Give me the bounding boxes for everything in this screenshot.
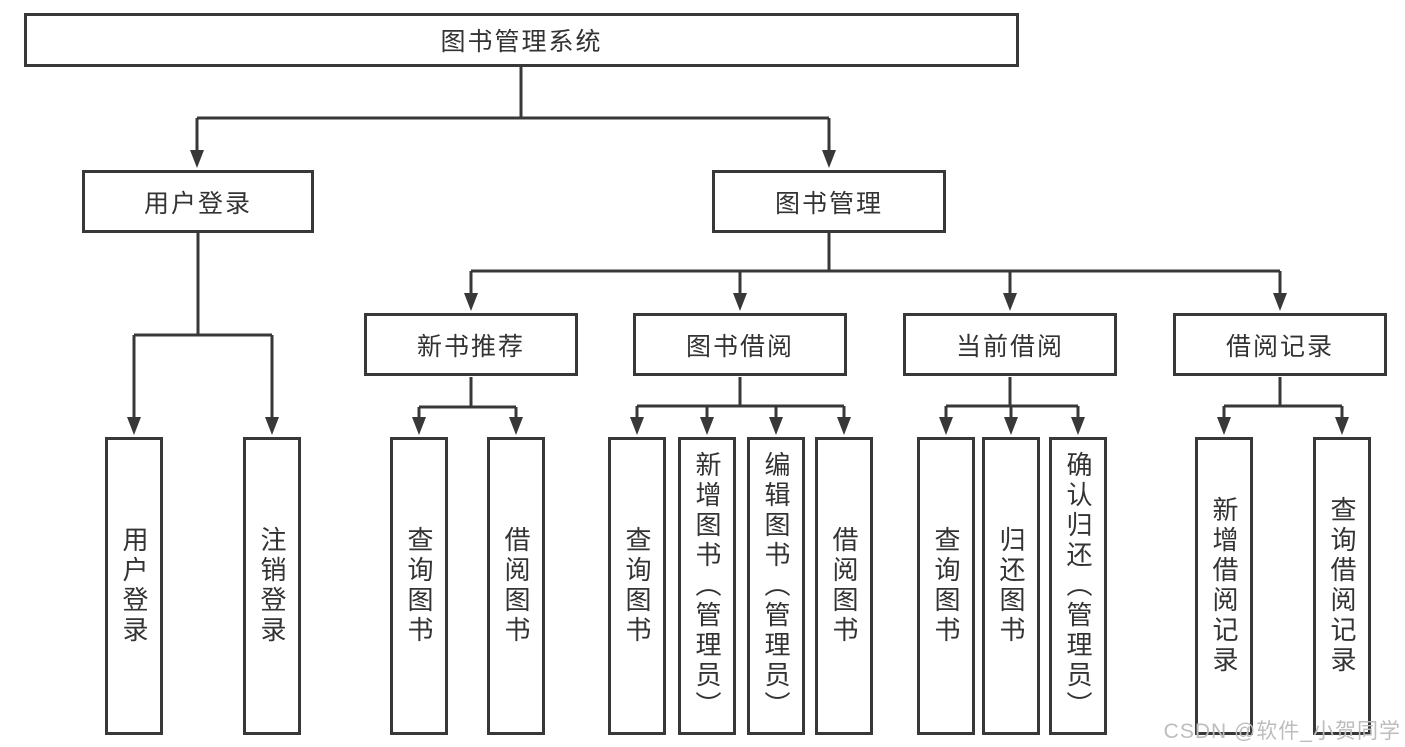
branch-node-label: 图书借阅 [685,332,794,361]
leaf-node-label: 借阅图书 [501,526,531,646]
leaf-node-label: 查询图书 [622,526,652,646]
leaf-node-query-borrow-record: 查询借阅记录 [1313,437,1371,735]
leaf-node-logout: 注销登录 [243,437,301,735]
leaf-node-label: 归还图书 [996,526,1026,646]
branch-node-label: 借阅记录 [1225,332,1334,361]
leaf-node-label: 编辑图书（管理员） [761,451,791,721]
leaf-node-label: 新增借阅记录 [1209,496,1239,676]
csdn-watermark: CSDN @软件_小贺同学 [1163,720,1401,743]
leaf-node-return-book: 归还图书 [982,437,1040,735]
branch-node-book-borrow: 图书借阅 [633,313,847,376]
leaf-node-label: 查询图书 [404,526,434,646]
leaf-node-query-books-borrow: 查询图书 [608,437,666,735]
branch-node-label: 新书推荐 [416,332,525,361]
leaf-node-borrow-books: 借阅图书 [815,437,873,735]
leaf-node-user-login: 用户登录 [105,437,163,735]
branch-node-borrow-records: 借阅记录 [1173,313,1387,376]
branch-node-user-login: 用户登录 [82,170,314,233]
leaf-node-label: 查询图书 [931,526,961,646]
leaf-node-add-book-admin: 新增图书（管理员） [678,437,736,735]
branch-node-book-management: 图书管理 [712,170,946,233]
leaf-node-query-books-recommend: 查询图书 [390,437,448,735]
leaf-node-label: 用户登录 [119,526,149,646]
root-node-system: 图书管理系统 [24,13,1019,67]
branch-node-current-borrow: 当前借阅 [903,313,1117,376]
leaf-node-query-books-current: 查询图书 [917,437,975,735]
branch-node-label: 用户登录 [143,189,252,218]
leaf-node-borrow-books-recommend: 借阅图书 [487,437,545,735]
leaf-node-add-borrow-record: 新增借阅记录 [1195,437,1253,735]
leaf-node-label: 新增图书（管理员） [692,451,722,721]
leaf-node-label: 注销登录 [257,526,287,646]
root-node-label: 图书管理系统 [440,28,603,56]
leaf-node-edit-book-admin: 编辑图书（管理员） [747,437,805,735]
branch-node-new-book-recommend: 新书推荐 [364,313,578,376]
leaf-node-label: 借阅图书 [829,526,859,646]
branch-node-label: 图书管理 [774,189,883,218]
leaf-node-confirm-return-admin: 确认归还（管理员） [1049,437,1107,735]
branch-node-label: 当前借阅 [955,332,1064,361]
leaf-node-label: 确认归还（管理员） [1063,451,1093,721]
leaf-node-label: 查询借阅记录 [1327,496,1357,676]
